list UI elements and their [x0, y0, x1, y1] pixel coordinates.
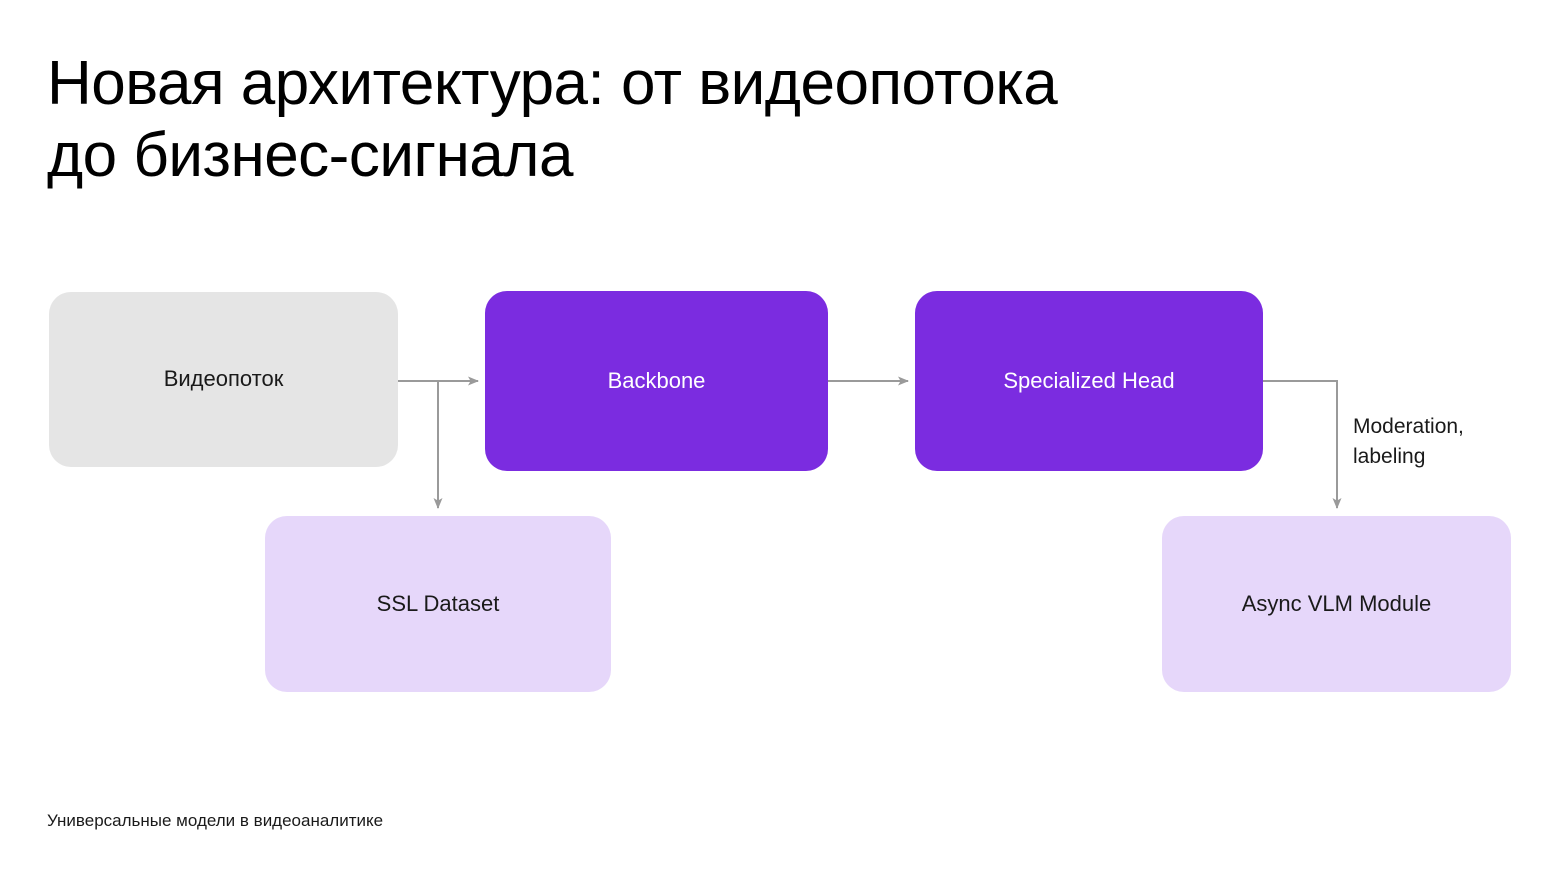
node-backbone[interactable]: Backbone: [485, 291, 828, 471]
node-videostream-label: Видеопоток: [163, 366, 284, 392]
node-specialized-head[interactable]: Specialized Head: [915, 291, 1263, 471]
page-title: Новая архитектура: от видеопотока до биз…: [47, 49, 1058, 190]
slide-footer: Универсальные модели в видеоаналитике: [47, 811, 384, 830]
edge-label-moderation-labeling: Moderation, labeling: [1353, 415, 1464, 469]
node-async-vlm-module[interactable]: Async VLM Module: [1162, 516, 1511, 692]
node-ssl-dataset[interactable]: SSL Dataset: [265, 516, 611, 692]
node-specialized-head-label: Specialized Head: [1003, 367, 1175, 393]
node-async-vlm-module-label: Async VLM Module: [1241, 590, 1432, 616]
node-videostream[interactable]: Видеопоток: [49, 292, 398, 467]
edge-head-vlm: [1263, 380, 1342, 509]
node-backbone-label: Backbone: [607, 367, 706, 393]
node-ssl-dataset-label: SSL Dataset: [376, 590, 500, 616]
